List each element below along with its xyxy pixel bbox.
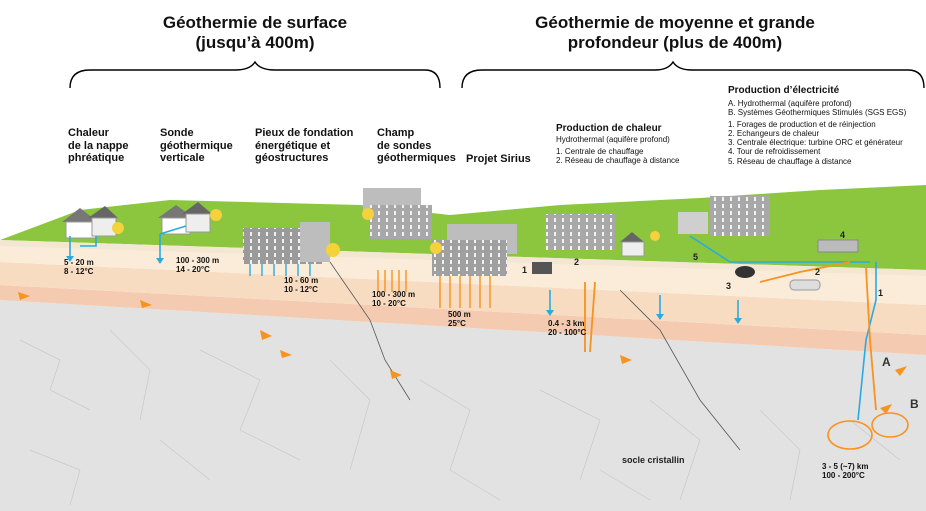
heat-pipes bbox=[584, 261, 877, 411]
marker-left-2: 2 bbox=[574, 257, 580, 267]
chaleur-block: Production de chaleur Hydrothermal (aqui… bbox=[556, 123, 680, 165]
marker-right-2: 2 bbox=[815, 267, 821, 277]
marker-right-5: 5 bbox=[693, 252, 699, 262]
building-sirius bbox=[432, 224, 517, 276]
deep-reservoir-a bbox=[827, 420, 873, 450]
building-electricite bbox=[678, 196, 859, 291]
building-chaleur bbox=[532, 214, 645, 274]
rock-texture bbox=[19, 329, 901, 506]
fault-line-right bbox=[619, 289, 741, 451]
letter-b: B bbox=[910, 397, 919, 411]
building-champ bbox=[363, 188, 432, 239]
fault-line-left bbox=[329, 261, 411, 401]
marker-right-3: 3 bbox=[726, 281, 732, 291]
marker-left-1: 1 bbox=[522, 265, 528, 275]
foundation-piles bbox=[249, 264, 311, 276]
geothermal-probes bbox=[377, 270, 491, 308]
water-pipes bbox=[69, 225, 877, 421]
marker-right-1: 1 bbox=[878, 288, 884, 298]
letter-a: A bbox=[882, 355, 891, 369]
water-arrows bbox=[66, 256, 742, 324]
title-deep: Géothermie de moyenne et grande profonde… bbox=[535, 13, 815, 52]
trees bbox=[112, 208, 660, 257]
house-sonde bbox=[158, 202, 212, 235]
flow-arrows bbox=[18, 292, 907, 414]
deep-reservoir-b bbox=[871, 412, 909, 438]
surface-bracket bbox=[69, 60, 441, 89]
socle-label: socle cristallin bbox=[622, 455, 685, 465]
building-pieux bbox=[243, 222, 330, 264]
sediment-layer-lower bbox=[0, 262, 926, 335]
house-nappe bbox=[62, 206, 118, 239]
marker-right-4: 4 bbox=[840, 230, 846, 240]
electricite-block: Production d’électricité A. Hydrothermal… bbox=[728, 85, 907, 166]
title-surface: Géothermie de surface (jusqu’à 400m) bbox=[162, 13, 348, 52]
aquifer-layer bbox=[0, 285, 926, 355]
deep-bracket bbox=[461, 60, 925, 89]
label-sirius: Projet Sirius bbox=[466, 153, 531, 165]
